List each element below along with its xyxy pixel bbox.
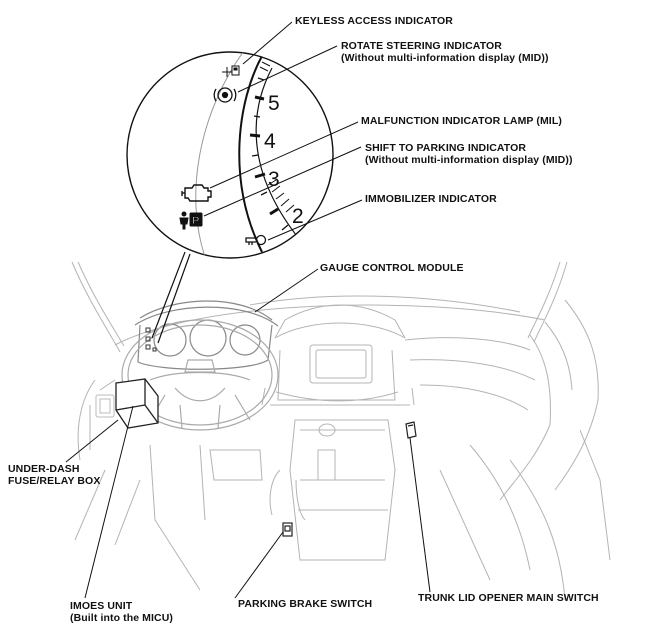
label-line-1: SHIFT TO PARKING INDICATOR xyxy=(365,142,527,154)
label-text: IMMOBILIZER INDICATOR xyxy=(365,193,497,205)
dashboard-outline xyxy=(71,261,611,601)
left-vents xyxy=(95,394,115,418)
label-text: TRUNK LID OPENER MAIN SWITCH xyxy=(418,592,599,604)
label-line-1: ROTATE STEERING INDICATOR xyxy=(341,40,502,52)
shift-to-parking-icon: P xyxy=(179,211,203,230)
label-line-2: FUSE/RELAY BOX xyxy=(8,475,101,487)
label-line-1: IMOES UNIT xyxy=(70,600,133,612)
rotate-steering-icon xyxy=(213,87,237,103)
label-immobilizer-indicator: IMMOBILIZER INDICATOR xyxy=(365,193,497,205)
label-imoes-unit: IMOES UNIT (Built into the MICU) xyxy=(70,600,173,624)
label-keyless-access-indicator: KEYLESS ACCESS INDICATOR xyxy=(295,15,453,27)
label-parking-brake-switch: PARKING BRAKE SWITCH xyxy=(238,598,372,610)
label-text: KEYLESS ACCESS INDICATOR xyxy=(295,15,453,27)
label-line-2: (Built into the MICU) xyxy=(70,612,173,624)
gauge-tick-2: 2 xyxy=(292,205,304,228)
magnify-connector xyxy=(151,251,191,344)
gauge-tick-5: 5 xyxy=(268,92,280,115)
label-line-2: (Without multi-information display (MID)… xyxy=(365,154,573,166)
label-line-2: (Without multi-information display (MID)… xyxy=(341,52,549,64)
trunk-lid-opener-main-switch xyxy=(405,421,417,439)
label-rotate-steering-indicator: ROTATE STEERING INDICATOR (Without multi… xyxy=(341,40,549,64)
keyless-access-icon xyxy=(222,65,240,77)
label-under-dash-fuse-relay-box: UNDER-DASH FUSE/RELAY BOX xyxy=(8,463,100,487)
label-trunk-lid-opener-main-switch: TRUNK LID OPENER MAIN SWITCH xyxy=(418,592,599,604)
label-text: MALFUNCTION INDICATOR LAMP (MIL) xyxy=(361,115,562,127)
leader-lines xyxy=(65,21,431,599)
label-text: PARKING BRAKE SWITCH xyxy=(238,598,373,610)
label-line-1: UNDER-DASH xyxy=(8,463,80,475)
gauge-tick-3: 3 xyxy=(268,168,280,191)
magnified-gauge: 5 4 3 2 P xyxy=(126,51,334,259)
shift-icon-letter: P xyxy=(192,215,199,227)
under-dash-fuse-relay-box xyxy=(115,378,159,429)
label-shift-to-parking-indicator: SHIFT TO PARKING INDICATOR (Without mult… xyxy=(365,142,573,166)
label-malfunction-indicator-lamp: MALFUNCTION INDICATOR LAMP (MIL) xyxy=(361,115,562,127)
label-gauge-control-module: GAUGE CONTROL MODULE xyxy=(320,262,464,274)
parking-brake-switch xyxy=(282,522,293,537)
immobilizer-key-icon xyxy=(245,234,267,246)
label-text: GAUGE CONTROL MODULE xyxy=(320,262,464,274)
engine-icon xyxy=(181,184,212,202)
gauge-tick-4: 4 xyxy=(264,130,276,153)
cluster-indicators xyxy=(145,327,157,352)
